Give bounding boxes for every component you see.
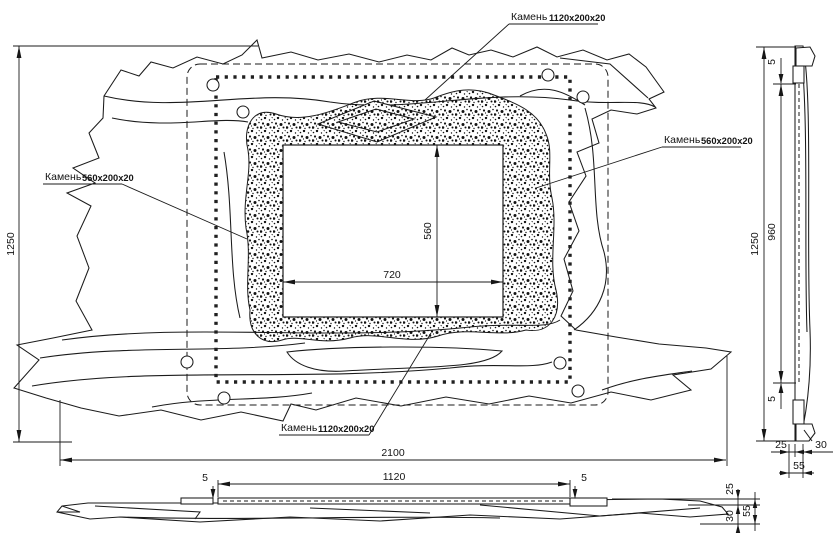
mounting-hole (180, 355, 194, 369)
dim-text-side-1250: 1250 (749, 232, 761, 256)
mounting-hole (541, 68, 555, 82)
side-stone-bottom-step (792, 399, 805, 425)
bottom-stone-left-step (180, 497, 214, 505)
dim-text-side-gap-top: 5 (766, 59, 778, 65)
dim-side-thicknesses: 25 30 55 (771, 439, 833, 478)
dim-text-560: 560 (422, 222, 434, 240)
mounting-hole (206, 78, 220, 92)
dim-bottom-gap-left: 5 (202, 472, 216, 499)
dim-bottom-stone-length: 1120 (217, 471, 571, 497)
side-stone-top-step (792, 65, 805, 84)
plan-view: 1250 2100 720 560 Камень 1120x200x20 (5, 11, 753, 466)
dim-text-side-960: 960 (766, 223, 778, 241)
callout-material: Камень (511, 11, 548, 23)
dim-text-bottom-30: 30 (724, 510, 736, 522)
bottom-stone-right-step (569, 497, 608, 507)
dim-text-bottom-55: 55 (741, 505, 753, 517)
callout-size: 560x200x20 (82, 173, 134, 183)
side-slab-profile (794, 45, 811, 442)
side-stone-top-piece (795, 46, 816, 67)
opening-rect (282, 144, 504, 318)
mounting-hole (571, 384, 585, 398)
dim-bottom-thicknesses: 25 30 55 (612, 483, 760, 533)
dim-text-side-gap-bottom: 5 (766, 396, 778, 402)
mounting-holes (180, 68, 590, 405)
dim-opening-height: 560 (422, 145, 440, 317)
stone-layout-dotted (214, 75, 572, 384)
callout-stone-right: Камень 560x200x20 (535, 134, 753, 189)
dim-text-2100: 2100 (381, 447, 405, 459)
dim-side-stone-length: 960 (766, 83, 796, 384)
dim-side-height: 1250 (749, 46, 796, 442)
callout-stone-top: Камень 1120x200x20 (424, 11, 605, 101)
mounting-hole (553, 356, 567, 370)
mounting-hole (236, 105, 250, 119)
dim-text-side-25: 25 (775, 439, 787, 451)
dim-text-side-30: 30 (815, 439, 827, 451)
dim-opening-width: 720 (283, 269, 503, 285)
dim-text-720: 720 (383, 269, 401, 281)
dim-side-gap-top: 5 (766, 58, 784, 84)
mounting-hole (576, 90, 590, 104)
callout-size: 560x200x20 (701, 136, 753, 146)
callout-size: 1120x200x20 (318, 424, 374, 434)
outer-dashed-contour (186, 63, 609, 406)
side-view: 1250 960 5 5 25 30 (749, 45, 833, 478)
mounting-hole (217, 391, 231, 405)
dim-text-bottom-gap-left: 5 (202, 472, 208, 484)
dim-text-side-55: 55 (793, 460, 805, 472)
callout-stone-left: Камень 560x200x20 (43, 171, 248, 240)
bottom-view: 1120 5 5 25 30 55 (56, 471, 760, 533)
dim-bottom-gap-right: 5 (572, 472, 587, 499)
slab-tongue (286, 346, 504, 372)
callout-material: Камень (281, 422, 318, 434)
dim-text-1250: 1250 (5, 232, 17, 256)
dim-plan-height: 1250 (5, 45, 258, 443)
dim-text-bottom-gap-right: 5 (581, 472, 587, 484)
dim-side-gap-bottom: 5 (766, 383, 784, 409)
callout-stone-bottom: Камень 1120x200x20 (279, 332, 432, 436)
dim-plan-width: 2100 (59, 356, 728, 466)
callout-material: Камень (664, 134, 701, 146)
callout-size: 1120x200x20 (549, 13, 605, 23)
dim-text-bottom-25: 25 (724, 483, 736, 495)
dim-text-1120: 1120 (383, 471, 406, 483)
bottom-slab-texture-lines (57, 504, 701, 520)
callout-material: Камень (45, 171, 82, 183)
